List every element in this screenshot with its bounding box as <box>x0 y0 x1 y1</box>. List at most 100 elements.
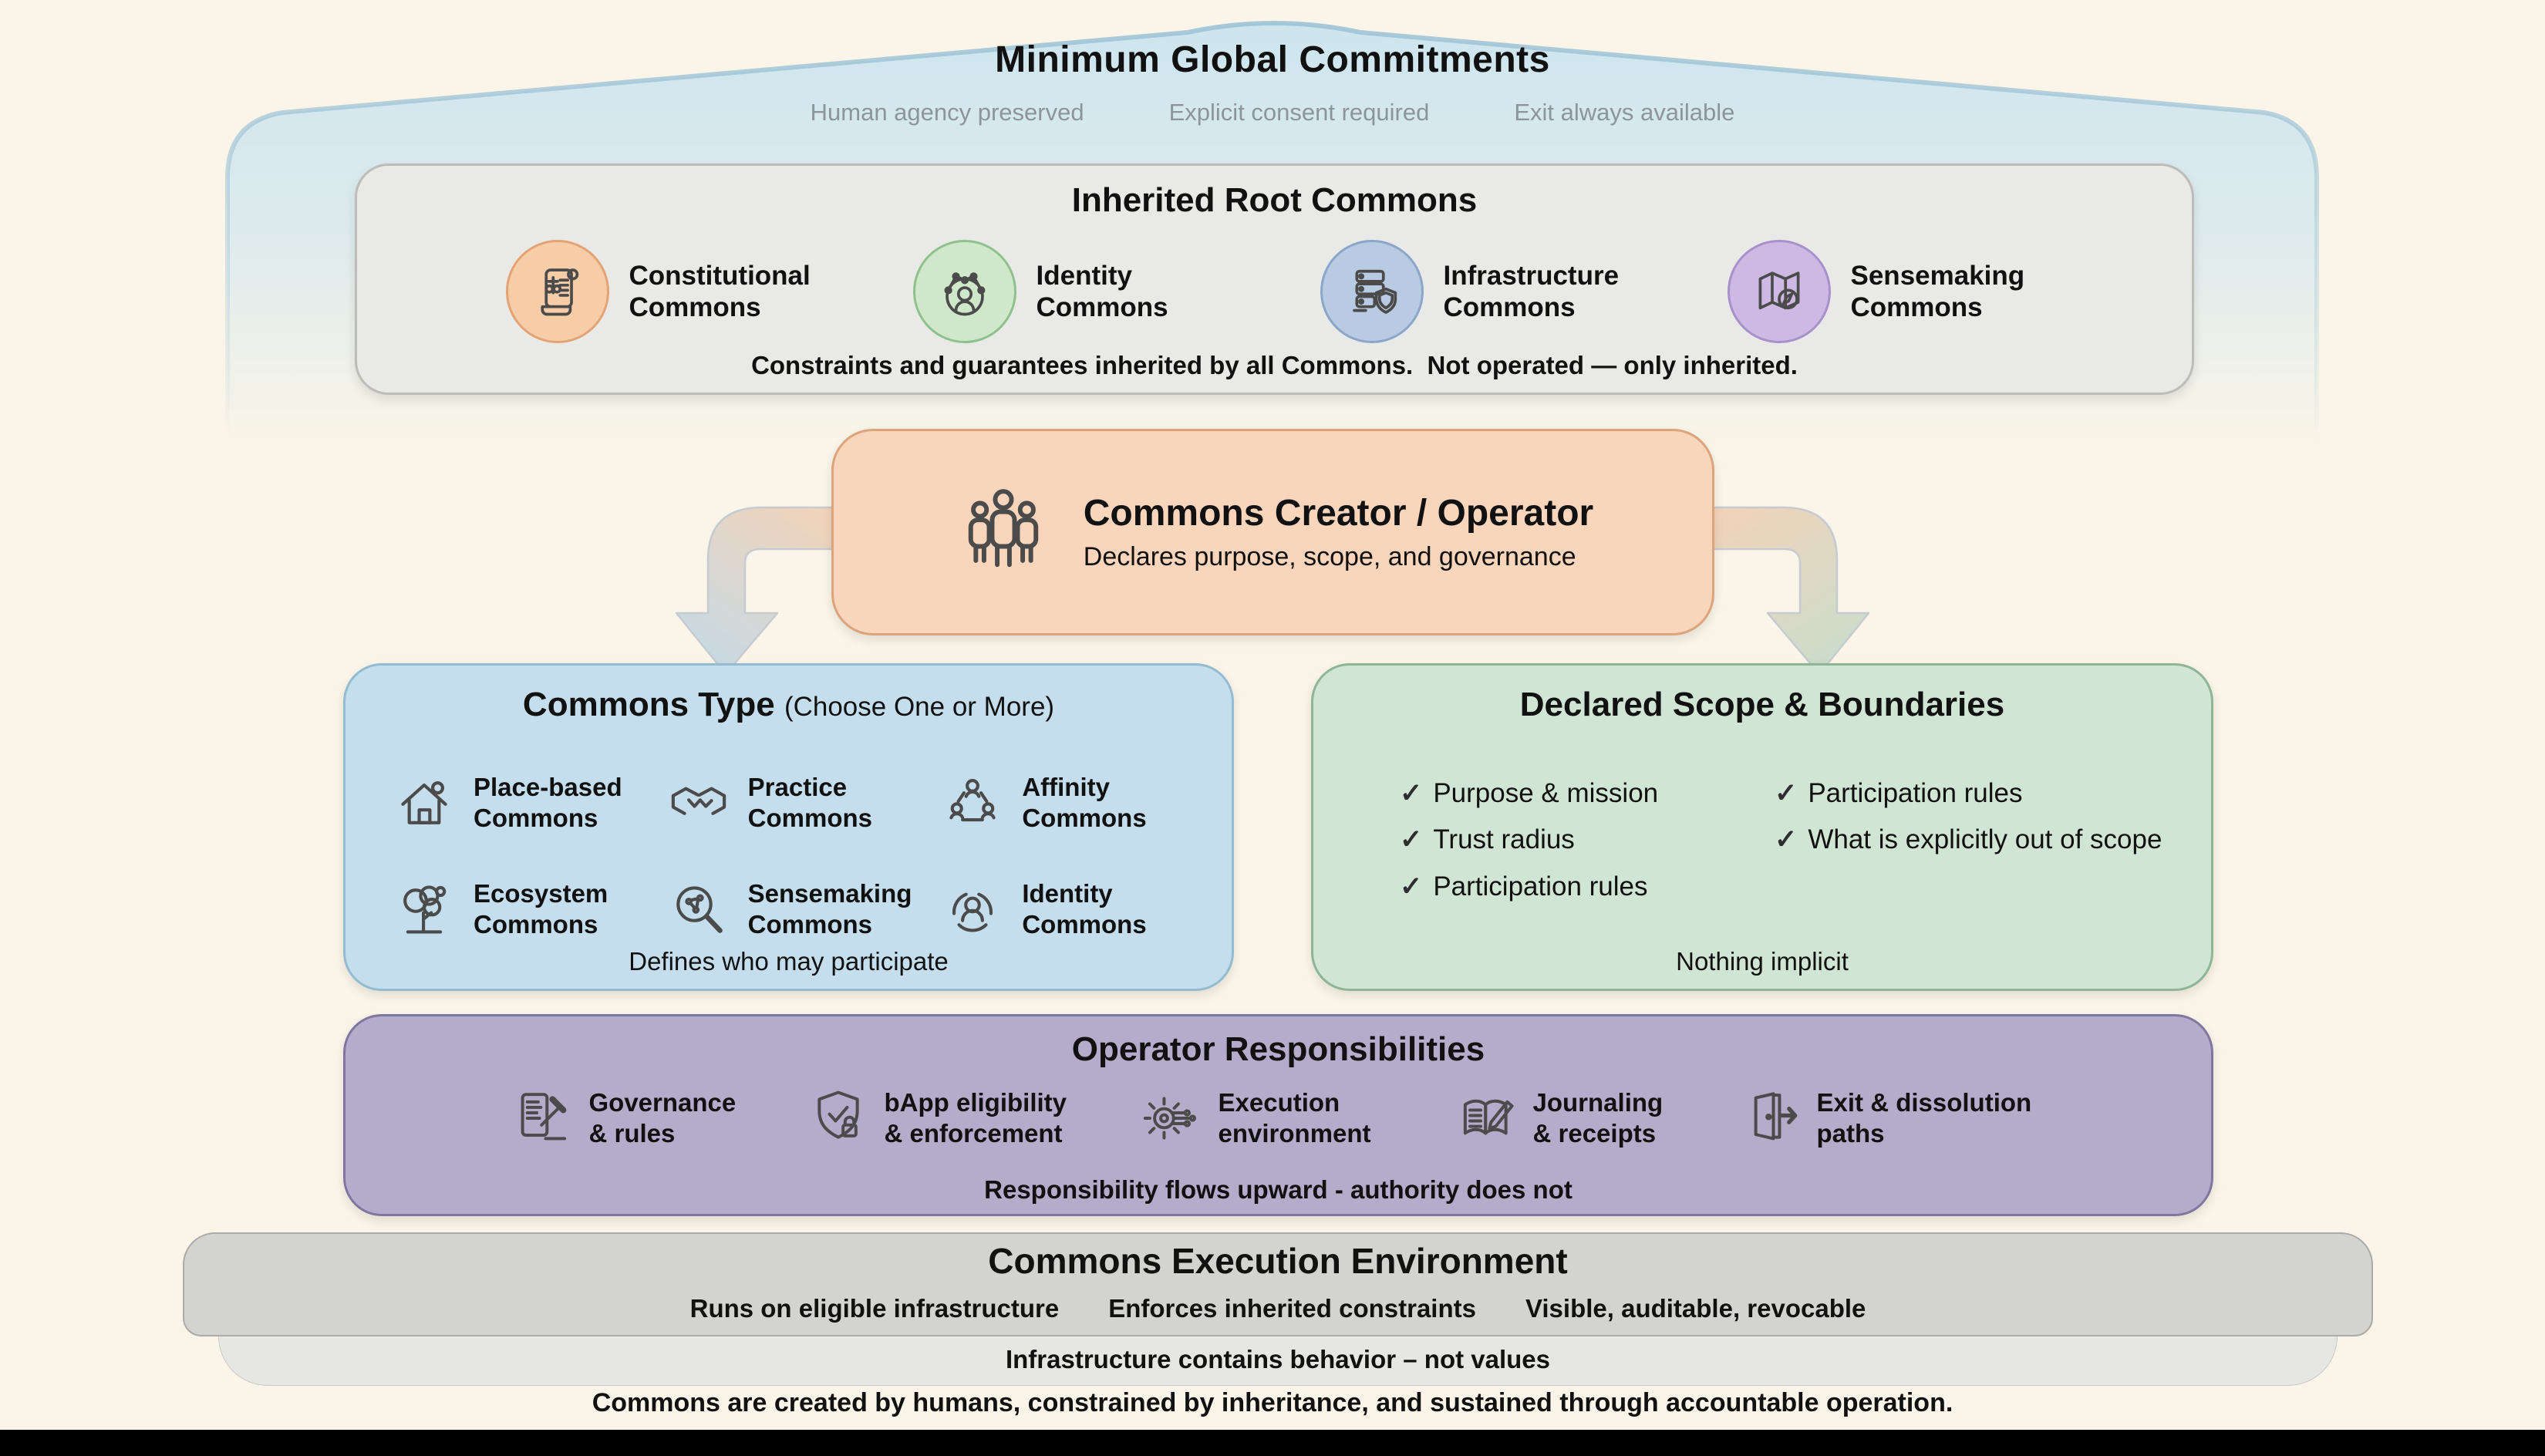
check-item: ✓ What is explicitly out of scope <box>1775 824 2162 855</box>
type-item-label: Place-based Commons <box>474 773 622 832</box>
check-item-label: Trust radius <box>1433 824 1575 855</box>
people-group-icon <box>952 481 1054 583</box>
check-item: ✓ Trust radius <box>1400 824 1731 855</box>
exec-point-infrastructure: Runs on eligible infrastructure <box>689 1294 1060 1323</box>
commitment-explicit-consent: Explicit consent required <box>1168 99 1430 126</box>
check-item-label: Participation rules <box>1433 871 1648 902</box>
inherited-caption: Constraints and guarantees inherited by … <box>751 351 1798 379</box>
check-item: ✓ Purpose & mission <box>1400 778 1731 809</box>
inherited-root-commons-title: Inherited Root Commons <box>1071 181 1478 219</box>
type-item-practice: Practice Commons <box>663 767 938 838</box>
map-compass-icon <box>1727 240 1831 343</box>
check-item-label: Participation rules <box>1808 778 2023 808</box>
responsibilities-row: Governance & rules bApp eligibility & en… <box>346 1084 2211 1152</box>
footer-caption: Commons are created by humans, constrain… <box>592 1388 1953 1417</box>
commons-creator-box: Commons Creator / Operator Declares purp… <box>831 429 1714 635</box>
creator-subtitle: Declares purpose, scope, and governance <box>1083 542 1576 571</box>
type-item-label: Practice Commons <box>747 773 872 832</box>
arrow-to-commons-type <box>675 506 838 676</box>
identity-person-icon <box>937 874 1008 945</box>
type-item-sensemaking: Sensemaking Commons <box>663 874 938 945</box>
root-item-label: Infrastructure Commons <box>1443 260 1620 322</box>
commons-type-title-suffix: (Choose One or More) <box>784 692 1055 722</box>
resp-item-label: Execution environment <box>1218 1088 1371 1148</box>
door-exit-icon <box>1737 1084 1805 1152</box>
root-item-constitutional: Constitutional Commons <box>505 240 822 343</box>
root-item-label: Constitutional Commons <box>629 260 811 322</box>
commitment-exit-available: Exit always available <box>1514 99 1735 126</box>
scope-checklist: ✓ Purpose & mission ✓ Trust radius ✓ Par… <box>1400 778 2183 918</box>
inherited-root-commons-box: Inherited Root Commons Constitutional Co… <box>355 163 2194 395</box>
book-pen-icon <box>1453 1084 1521 1152</box>
commons-type-title-main: Commons Type <box>522 686 775 723</box>
commons-type-box: Commons Type (Choose One or More) Place-… <box>343 663 1234 991</box>
gear-circuit-icon <box>1138 1084 1206 1152</box>
root-item-label: Sensemaking Commons <box>1850 260 2025 322</box>
server-shield-icon <box>1320 240 1424 343</box>
scope-caption: Nothing implicit <box>1676 947 1849 976</box>
network-person-icon <box>912 240 1016 343</box>
magnifier-network-icon <box>663 874 734 945</box>
operator-responsibilities-box: Operator Responsibilities Governance & r… <box>343 1014 2213 1216</box>
resp-item-label: Journaling & receipts <box>1532 1088 1664 1148</box>
type-item-label: Ecosystem Commons <box>474 879 608 939</box>
scope-checklist-left: ✓ Purpose & mission ✓ Trust radius ✓ Par… <box>1400 778 1731 918</box>
commons-type-title: Commons Type (Choose One or More) <box>346 686 1232 724</box>
type-item-affinity: Affinity Commons <box>937 767 1212 838</box>
check-icon: ✓ <box>1400 824 1423 855</box>
execution-environment-note: Infrastructure contains behavior – not v… <box>218 1336 2338 1386</box>
resp-item-label: Governance & rules <box>588 1088 737 1148</box>
resp-item-journaling: Journaling & receipts <box>1453 1084 1680 1152</box>
type-item-identity: Identity Commons <box>937 874 1212 945</box>
root-item-identity: Identity Commons <box>912 240 1229 343</box>
affinity-group-icon <box>937 767 1008 838</box>
root-item-sensemaking: Sensemaking Commons <box>1727 240 2044 343</box>
resp-item-exit-dissolution: Exit & dissolution paths <box>1737 1084 2048 1152</box>
resp-item-execution-environment: Execution environment <box>1138 1084 1396 1152</box>
root-item-infrastructure: Infrastructure Commons <box>1320 240 1637 343</box>
type-item-label: Sensemaking Commons <box>747 879 912 939</box>
scroll-scales-icon <box>505 240 609 343</box>
root-commons-row: Constitutional Commons Identity Commons … <box>357 240 2192 343</box>
root-item-label: Identity Commons <box>1036 260 1168 322</box>
exec-point-constraints: Enforces inherited constraints <box>1108 1294 1476 1323</box>
execution-environment-title: Commons Execution Environment <box>988 1241 1568 1281</box>
exec-point-auditable: Visible, auditable, revocable <box>1525 1294 1866 1323</box>
check-icon: ✓ <box>1775 778 1798 808</box>
declared-scope-box: Declared Scope & Boundaries ✓ Purpose & … <box>1311 663 2213 991</box>
check-icon: ✓ <box>1400 778 1423 808</box>
resp-item-label: bApp eligibility & enforcement <box>884 1088 1067 1148</box>
type-item-label: Affinity Commons <box>1022 773 1147 832</box>
document-gavel-icon <box>509 1084 577 1152</box>
resp-item-bapp-eligibility: bApp eligibility & enforcement <box>804 1084 1081 1152</box>
resp-item-label: Exit & dissolution paths <box>1816 1088 2032 1148</box>
responsibilities-caption: Responsibility flows upward - authority … <box>984 1175 1573 1204</box>
type-item-place-based: Place-based Commons <box>389 767 663 838</box>
declared-scope-title: Declared Scope & Boundaries <box>1519 686 2005 723</box>
handshake-icon <box>663 767 734 838</box>
operator-responsibilities-title: Operator Responsibilities <box>1071 1030 1485 1068</box>
bottom-black-bar <box>0 1430 2545 1456</box>
execution-points-row: Runs on eligible infrastructure Enforces… <box>184 1294 2371 1323</box>
commons-type-grid: Place-based Commons Practice Commons Aff… <box>389 767 1212 945</box>
type-item-ecosystem: Ecosystem Commons <box>389 874 663 945</box>
global-commitments-list: Human agency preserved Explicit consent … <box>0 99 2545 126</box>
type-item-label: Identity Commons <box>1022 879 1147 939</box>
creator-title: Commons Creator / Operator <box>1083 493 1594 534</box>
creator-text: Commons Creator / Operator Declares purp… <box>1084 492 1593 572</box>
house-icon <box>389 767 460 838</box>
tree-icon <box>389 874 460 945</box>
execution-environment-box: Commons Execution Environment Runs on el… <box>183 1232 2373 1336</box>
page-title: Minimum Global Commitments <box>995 39 1550 80</box>
commitment-human-agency: Human agency preserved <box>810 99 1084 126</box>
check-icon: ✓ <box>1775 824 1798 855</box>
arrow-to-scope <box>1707 506 1870 676</box>
commons-type-caption: Defines who may participate <box>629 947 949 976</box>
scope-checklist-right: ✓ Participation rules ✓ What is explicit… <box>1775 778 2162 918</box>
check-item: ✓ Participation rules <box>1775 778 2162 809</box>
check-item-label: Purpose & mission <box>1433 778 1659 808</box>
check-item: ✓ Participation rules <box>1400 871 1731 902</box>
check-item-label: What is explicitly out of scope <box>1808 824 2162 855</box>
shield-check-lock-icon <box>804 1084 872 1152</box>
